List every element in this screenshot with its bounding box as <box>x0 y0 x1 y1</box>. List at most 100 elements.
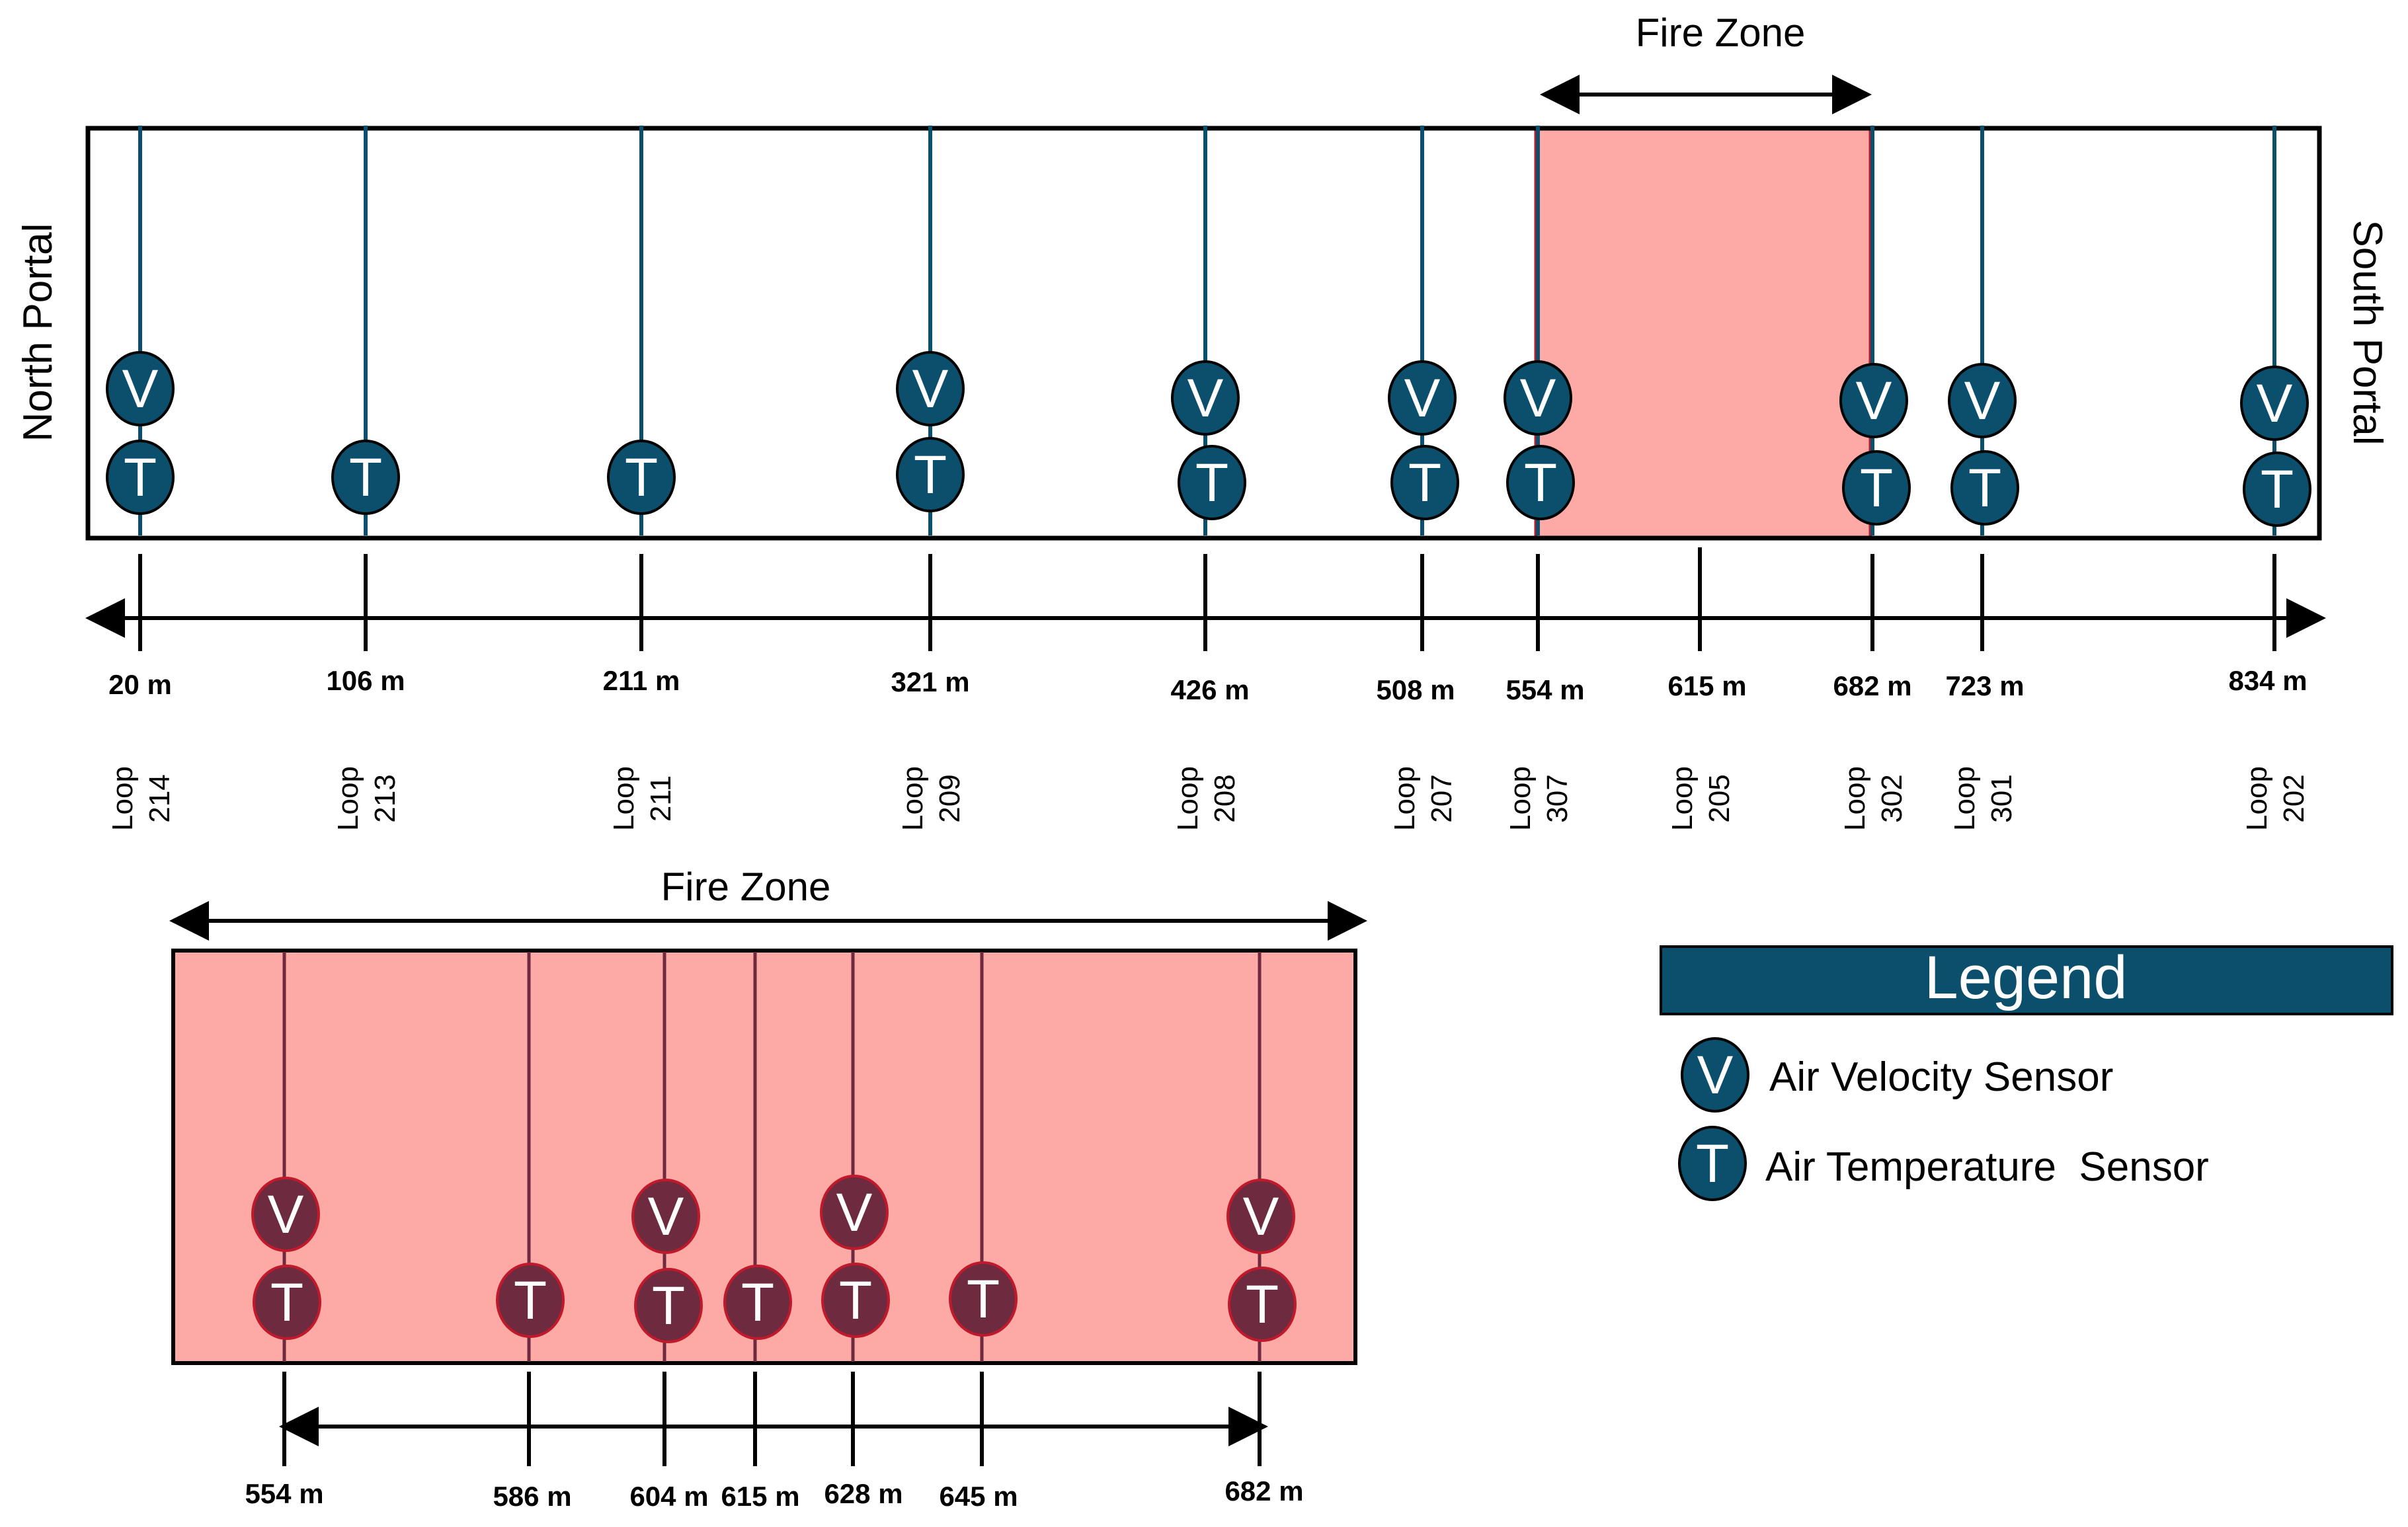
legend: Legend V Air Velocity Sensor T Air Tempe… <box>1660 944 2393 1201</box>
svg-text:T: T <box>349 448 382 508</box>
distance-label: 321 m <box>891 666 969 697</box>
bottom-station: V T 682 m <box>1224 952 1304 1507</box>
loop-label: Loop 214 <box>106 766 176 831</box>
loop-label: Loop 205 <box>1666 766 1736 831</box>
top-station: V T 321 m Loop 209 <box>891 126 970 831</box>
svg-text:T: T <box>2261 459 2294 520</box>
bottom-fire-zone-border <box>171 949 1357 1365</box>
loop-label: Loop 213 <box>332 766 401 831</box>
svg-text:V: V <box>1187 368 1224 428</box>
bottom-station: V T 604 m <box>629 952 709 1512</box>
temperature-sensor-icon: T <box>1178 445 1246 520</box>
svg-text:Loop: Loop <box>1172 766 1204 831</box>
svg-text:T: T <box>741 1272 774 1333</box>
svg-text:V: V <box>2257 373 2293 434</box>
bottom-fire-zone-label: Fire Zone <box>661 865 831 909</box>
bottom-station: V T 628 m <box>820 952 903 1509</box>
velocity-sensor-icon: V <box>2240 366 2309 441</box>
svg-text:V: V <box>122 359 159 419</box>
svg-text:Loop: Loop <box>106 766 139 831</box>
top-station: V T 508 m Loop 207 <box>1376 126 1459 831</box>
svg-text:Loop: Loop <box>2241 766 2273 831</box>
distance-label: 645 m <box>939 1481 1018 1512</box>
svg-text:T: T <box>652 1276 685 1336</box>
loop-label: Loop 209 <box>897 766 966 831</box>
svg-text:T: T <box>839 1271 872 1331</box>
distance-label: 723 m <box>1945 670 2024 701</box>
temperature-sensor-icon: T <box>634 1268 703 1343</box>
svg-text:209: 209 <box>934 774 966 822</box>
velocity-sensor-icon: V <box>896 351 965 426</box>
temperature-sensor-icon: T <box>1842 450 1911 526</box>
svg-text:V: V <box>1243 1187 1279 1247</box>
loop-label: Loop 307 <box>1504 766 1574 831</box>
temperature-sensor-icon: T <box>1506 445 1575 520</box>
temperature-sensor-icon: T <box>1228 1267 1297 1342</box>
top-station: V T 20 m Loop 214 <box>106 126 176 831</box>
distance-label: 211 m <box>603 665 680 696</box>
south-portal-label: South Portal <box>2345 219 2390 445</box>
temperature-sensor-icon: T <box>2243 451 2311 527</box>
bottom-station: T 645 m <box>939 952 1018 1512</box>
top-station: V T 723 m Loop 301 <box>1945 126 2025 831</box>
velocity-sensor-icon: V <box>106 351 175 426</box>
temperature-sensor-icon: T <box>1390 445 1459 520</box>
svg-text:V: V <box>836 1183 873 1243</box>
distance-label: 628 m <box>824 1478 903 1509</box>
top-station: 615 m Loop 205 <box>1666 547 1747 831</box>
distance-label: 426 m <box>1170 674 1249 705</box>
top-station: V T 426 m Loop 208 <box>1170 126 1250 831</box>
distance-label: 554 m <box>245 1478 323 1509</box>
top-station: V T 682 m Loop 302 <box>1833 126 1912 831</box>
svg-text:V: V <box>912 359 949 419</box>
temperature-sensor-icon: T <box>723 1265 792 1340</box>
svg-text:302: 302 <box>1876 774 1908 822</box>
bottom-station: T 615 m <box>721 952 800 1512</box>
svg-text:V: V <box>648 1187 684 1247</box>
svg-text:Loop: Loop <box>1504 766 1537 831</box>
loop-label: Loop 301 <box>1948 766 2018 831</box>
distance-label: 834 m <box>2228 665 2307 696</box>
svg-text:Loop: Loop <box>1666 766 1699 831</box>
velocity-sensor-icon: V <box>1948 363 2017 438</box>
svg-text:T: T <box>1860 458 1893 518</box>
bottom-stations: V T 554 m T 586 m <box>245 952 1304 1512</box>
distance-label: 682 m <box>1833 670 1911 701</box>
temperature-sensor-icon: T <box>1950 450 2019 526</box>
temperature-sensor-icon: T <box>253 1265 321 1340</box>
top-tunnel-diagram: Fire Zone North Portal South Portal V T <box>15 11 2390 831</box>
legend-label: Air Velocity Sensor <box>1769 1054 2113 1100</box>
svg-text:Loop: Loop <box>897 766 929 831</box>
loop-label: Loop 202 <box>2241 766 2310 831</box>
svg-text:213: 213 <box>369 774 401 822</box>
loop-label: Loop 208 <box>1172 766 1241 831</box>
velocity-sensor-icon: V <box>251 1177 320 1252</box>
svg-text:307: 307 <box>1541 774 1574 822</box>
velocity-sensor-icon: V <box>1839 363 1908 438</box>
svg-text:T: T <box>967 1269 1000 1329</box>
distance-label: 20 m <box>108 669 172 700</box>
velocity-sensor-icon: V <box>820 1175 889 1250</box>
svg-text:208: 208 <box>1209 774 1241 822</box>
velocity-sensor-icon: V <box>1388 360 1457 436</box>
svg-text:T: T <box>1408 453 1441 513</box>
svg-text:Loop: Loop <box>608 766 640 831</box>
temperature-sensor-icon: T <box>949 1261 1018 1337</box>
velocity-sensor-icon: V <box>1681 1037 1749 1113</box>
velocity-sensor-icon: V <box>1504 360 1572 436</box>
temperature-sensor-icon: T <box>331 440 400 515</box>
svg-text:202: 202 <box>2278 774 2310 822</box>
svg-text:T: T <box>1195 453 1228 513</box>
velocity-sensor-icon: V <box>631 1179 700 1254</box>
svg-text:T: T <box>1696 1134 1729 1194</box>
svg-text:214: 214 <box>143 774 176 822</box>
temperature-sensor-icon: T <box>607 440 676 515</box>
legend-title: Legend <box>1925 944 2128 1011</box>
svg-text:V: V <box>1856 371 1892 431</box>
top-fire-zone-area <box>1534 126 1872 540</box>
svg-text:V: V <box>1697 1045 1734 1105</box>
top-stations: V T 20 m Loop 214 T <box>106 126 2311 831</box>
legend-header <box>1660 945 2393 1015</box>
loop-label: Loop 302 <box>1839 766 1908 831</box>
